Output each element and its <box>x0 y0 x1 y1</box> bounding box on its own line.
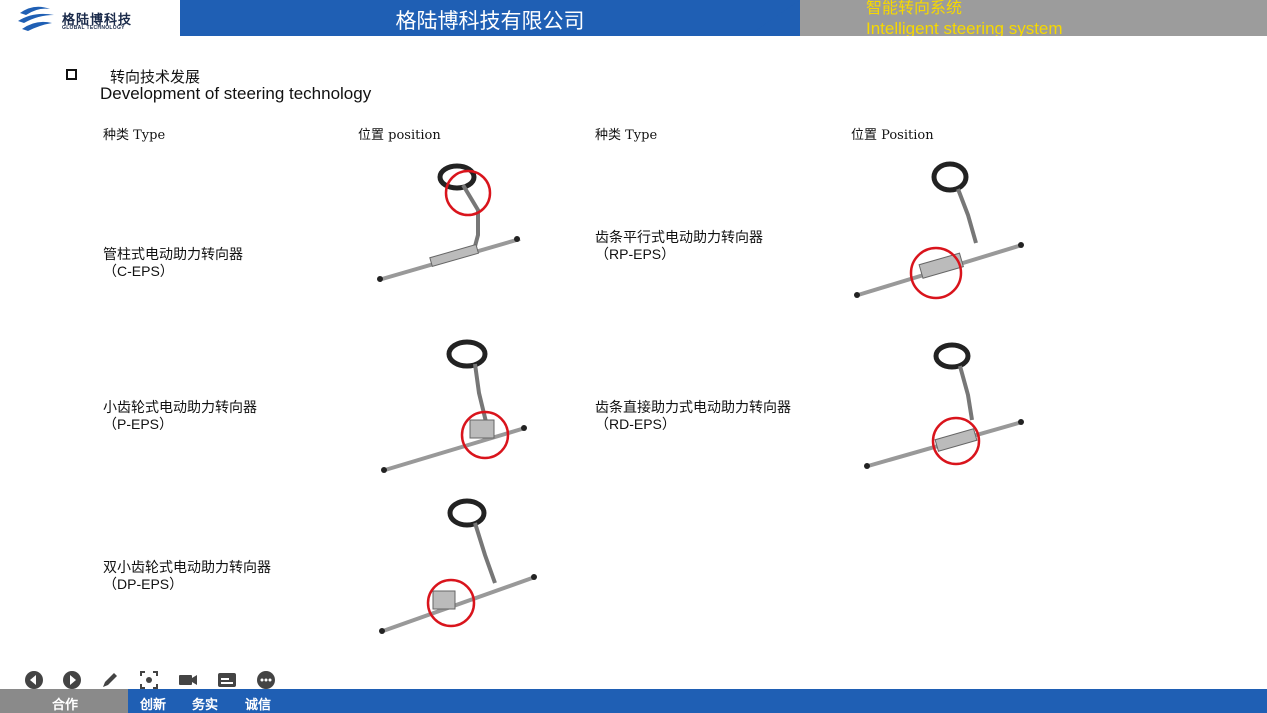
column-header-type-left: 种类 Type <box>103 128 166 143</box>
more-icon[interactable] <box>256 670 276 690</box>
header-title-panel <box>180 0 800 36</box>
footer-left-panel <box>0 689 128 713</box>
steering-diagram-c-eps <box>377 163 521 282</box>
type-name-rp-eps: 齿条平行式电动助力转向器 <box>595 230 763 246</box>
type-name-dp-eps: 双小齿轮式电动助力转向器 <box>103 560 271 576</box>
logo-name-en: GLOBAL TECHNOLOGY <box>62 25 125 31</box>
pen-icon[interactable] <box>100 670 120 690</box>
highlight-circle <box>444 169 492 217</box>
system-title-cn: 智能转向系统 <box>866 0 963 17</box>
steering-diagram-p-eps <box>381 339 527 473</box>
footer-word-innovation: 创新 <box>140 697 167 712</box>
header-slant-divider <box>748 0 800 36</box>
system-title-en: Intelligent steering system <box>866 19 1063 36</box>
screenshot-icon[interactable] <box>139 670 159 690</box>
camera-icon[interactable] <box>178 670 198 690</box>
column-header-position-left: 位置 position <box>358 128 441 143</box>
column-header-position-right: 位置 Position <box>851 128 934 143</box>
prev-icon[interactable] <box>24 670 44 690</box>
section-title-en: Development of steering technology <box>100 84 372 103</box>
footer-word-integrity: 诚信 <box>245 697 272 712</box>
subtitle-icon[interactable] <box>217 670 237 690</box>
type-name-rd-eps: 齿条直接助力式电动助力转向器 <box>595 400 791 416</box>
next-icon[interactable] <box>62 670 82 690</box>
type-code-dp-eps: （DP-EPS） <box>103 576 184 592</box>
footer-word-cooperation: 合作 <box>52 697 79 712</box>
steering-diagram-dp-eps <box>379 498 537 634</box>
highlight-circle <box>909 246 963 300</box>
type-code-rp-eps: （RP-EPS） <box>595 246 676 262</box>
company-logo-icon <box>18 6 54 31</box>
highlight-circle <box>931 416 981 466</box>
steering-diagram-rd-eps <box>864 342 1024 469</box>
type-code-p-eps: （P-EPS） <box>103 416 174 432</box>
section-title-cn: 转向技术发展 <box>110 69 201 86</box>
highlight-circle <box>460 410 510 460</box>
logo-area <box>0 0 180 36</box>
type-name-p-eps: 小齿轮式电动助力转向器 <box>103 400 257 416</box>
type-code-rd-eps: （RD-EPS） <box>595 416 676 432</box>
type-code-c-eps: （C-EPS） <box>103 263 174 279</box>
column-header-type-right: 种类 Type <box>595 128 658 143</box>
steering-diagram-rp-eps <box>854 161 1024 300</box>
highlight-circle <box>426 578 476 628</box>
footer-bar <box>0 689 1267 713</box>
header-right-panel <box>748 0 1267 36</box>
footer-word-pragmatism: 务实 <box>192 697 219 712</box>
type-name-c-eps: 管柱式电动助力转向器 <box>103 247 243 263</box>
page-title: 格陆博科技有限公司 <box>395 10 585 33</box>
section-bullet-icon <box>66 69 77 80</box>
logo-name-cn: 格陆博科技 <box>62 13 133 28</box>
